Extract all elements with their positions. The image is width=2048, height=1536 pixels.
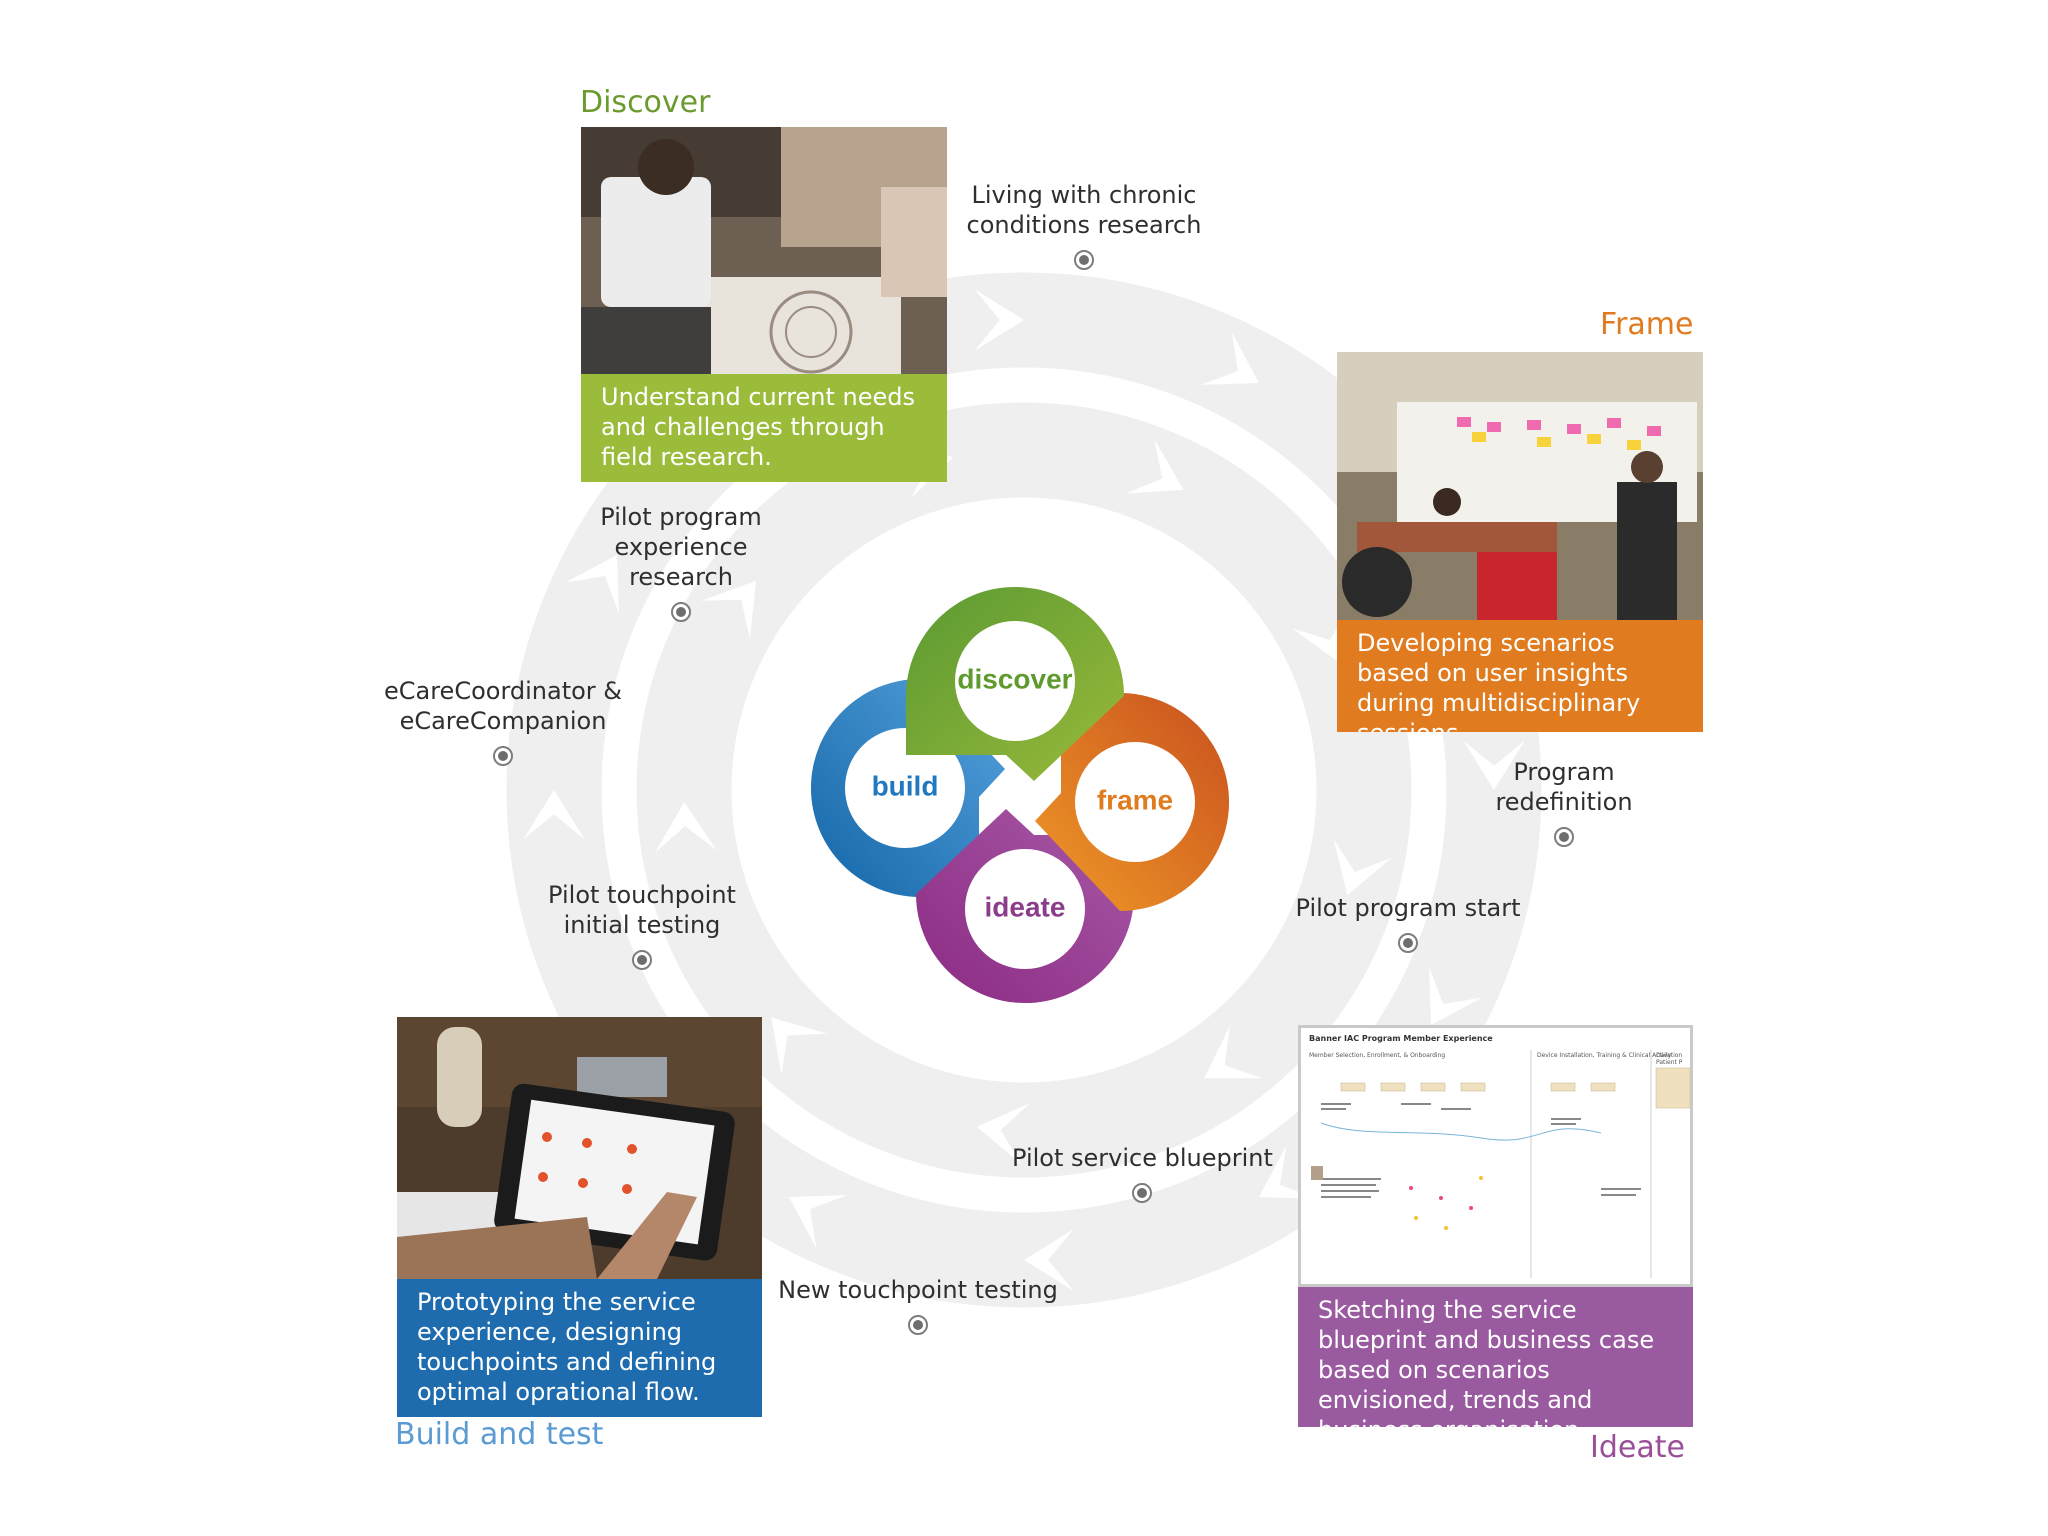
milestone-pilot-program-start: Pilot program start: [1278, 893, 1538, 953]
milestone-dot-icon: [1398, 933, 1418, 953]
discover-caption: Understand current needs and challenges …: [581, 374, 947, 482]
milestone-new-touchpoint-testing: New touchpoint testing: [758, 1275, 1078, 1335]
milestone-label: Pilot program start: [1295, 894, 1521, 922]
field-research-photo: [581, 127, 947, 374]
build-panel: Prototyping the service experience, desi…: [397, 1017, 762, 1417]
tablet-prototype-photo: [397, 1017, 762, 1279]
blueprint-section-1: Member Selection, Enrollment, & Onboardi…: [1309, 1052, 1446, 1059]
milestone-label: Pilot program experience research: [600, 503, 762, 591]
milestone-label: New touchpoint testing: [778, 1276, 1058, 1304]
milestone-dot-icon: [671, 602, 691, 622]
milestone-program-redefinition: Program redefinition: [1474, 757, 1654, 847]
milestone-label: Living with chronic conditions research: [966, 181, 1202, 239]
ideate-panel: Banner IAC Program Member Experience Mem…: [1298, 1025, 1693, 1427]
service-blueprint-document: Banner IAC Program Member Experience Mem…: [1298, 1025, 1693, 1287]
blueprint-section-2: Device Installation, Training & Clinical…: [1537, 1052, 1683, 1059]
build-loop-label: build: [872, 770, 939, 801]
milestone-dot-icon: [908, 1315, 928, 1335]
blueprint-section-3: Daily Patient P: [1656, 1052, 1683, 1066]
milestone-ecare: eCareCoordinator & eCareCompanion: [373, 676, 633, 766]
milestone-label: Program redefinition: [1495, 758, 1633, 816]
milestone-label: Pilot touchpoint initial testing: [548, 881, 736, 939]
milestone-pilot-experience-research: Pilot program experience research: [561, 502, 801, 622]
ideate-loop-label: ideate: [985, 891, 1066, 922]
build-caption: Prototyping the service experience, desi…: [397, 1279, 762, 1417]
milestone-label: Pilot service blueprint: [1012, 1144, 1273, 1172]
milestone-pilot-service-blueprint: Pilot service blueprint: [1012, 1143, 1273, 1203]
milestone-dot-icon: [632, 950, 652, 970]
milestone-dot-icon: [1074, 250, 1094, 270]
milestone-dot-icon: [1132, 1183, 1152, 1203]
frame-title: Frame: [1600, 307, 1694, 342]
build-title: Build and test: [395, 1417, 604, 1452]
milestone-dot-icon: [1554, 827, 1574, 847]
frame-caption: Developing scenarios based on user insig…: [1337, 620, 1703, 732]
process-loop: discover frame ideate build: [810, 586, 1230, 1004]
ideate-title: Ideate: [1590, 1430, 1685, 1465]
discover-title: Discover: [580, 85, 711, 120]
workshop-wall-photo: [1337, 352, 1703, 620]
milestone-dot-icon: [493, 746, 513, 766]
frame-panel: Developing scenarios based on user insig…: [1337, 352, 1703, 732]
milestone-label: eCareCoordinator & eCareCompanion: [383, 677, 623, 735]
blueprint-diagram: [1311, 1050, 1690, 1278]
milestone-pilot-touchpoint-testing: Pilot touchpoint initial testing: [532, 880, 752, 970]
frame-loop-label: frame: [1097, 784, 1173, 815]
discover-loop-label: discover: [957, 663, 1072, 694]
milestone-chronic-research: Living with chronic conditions research: [964, 180, 1204, 270]
discover-panel: Understand current needs and challenges …: [581, 127, 947, 482]
blueprint-title: Banner IAC Program Member Experience: [1309, 1034, 1493, 1043]
ideate-caption: Sketching the service blueprint and busi…: [1298, 1287, 1693, 1427]
